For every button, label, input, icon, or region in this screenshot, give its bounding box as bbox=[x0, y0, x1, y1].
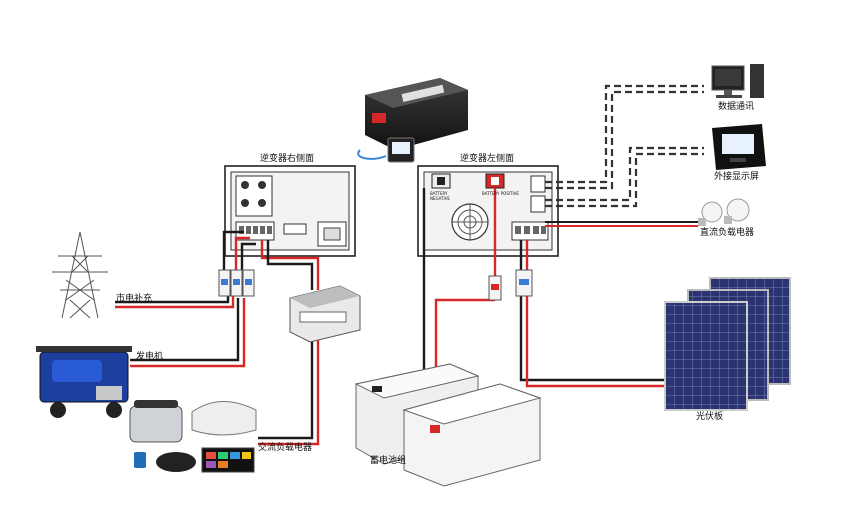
data-lines bbox=[545, 84, 704, 208]
generator-icon bbox=[36, 346, 132, 418]
inverter-left-side-label: 逆变器左侧面 bbox=[460, 154, 515, 164]
ac-load-label: 交流负载电器 bbox=[258, 443, 313, 453]
dc-load-label: 直流负载电器 bbox=[700, 228, 755, 238]
inverter-unit-icon bbox=[357, 78, 468, 163]
dc-load-bulbs-icon bbox=[698, 198, 750, 226]
ac-appliances-icon bbox=[129, 400, 257, 473]
data-communication-label: 数据通讯 bbox=[718, 102, 755, 112]
generator-label: 发电机 bbox=[136, 352, 164, 362]
pv-breaker bbox=[515, 269, 533, 297]
battery-positive-label: BATTERY POSITIVE bbox=[482, 191, 519, 196]
battery-negative-label: BATTERY NEGATIVE bbox=[430, 191, 450, 201]
inverter-left-side-panel bbox=[417, 165, 559, 257]
external-display-icon bbox=[712, 124, 766, 170]
external-display-label: 外接显示屏 bbox=[714, 172, 760, 182]
battery-bank-icon bbox=[354, 363, 542, 487]
battery-bank-label: 蓄电池组 bbox=[370, 456, 407, 466]
computer-icon bbox=[711, 64, 764, 98]
ac-distribution-box bbox=[289, 285, 361, 343]
grid-supplement-label: 市电补充 bbox=[116, 294, 153, 304]
inverter-right-side-panel bbox=[224, 165, 356, 257]
pv-panel-label: 光伏板 bbox=[696, 412, 724, 422]
pv-panels-icon bbox=[664, 277, 791, 411]
power-tower-icon bbox=[52, 231, 108, 319]
inverter-right-side-label: 逆变器右侧面 bbox=[260, 154, 315, 164]
grid-breakers bbox=[218, 269, 255, 297]
battery-breaker bbox=[488, 275, 502, 301]
